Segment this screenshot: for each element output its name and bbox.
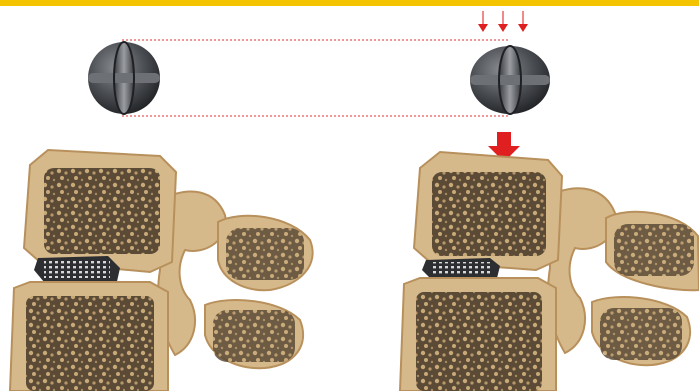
spine-segment-illustration-left — [10, 150, 313, 391]
sphere-implant-icon-right — [470, 46, 550, 114]
sphere-implant-icon-left — [88, 42, 160, 114]
force-arrows-icon — [478, 11, 528, 32]
spine-segment-illustration-right — [400, 152, 699, 391]
